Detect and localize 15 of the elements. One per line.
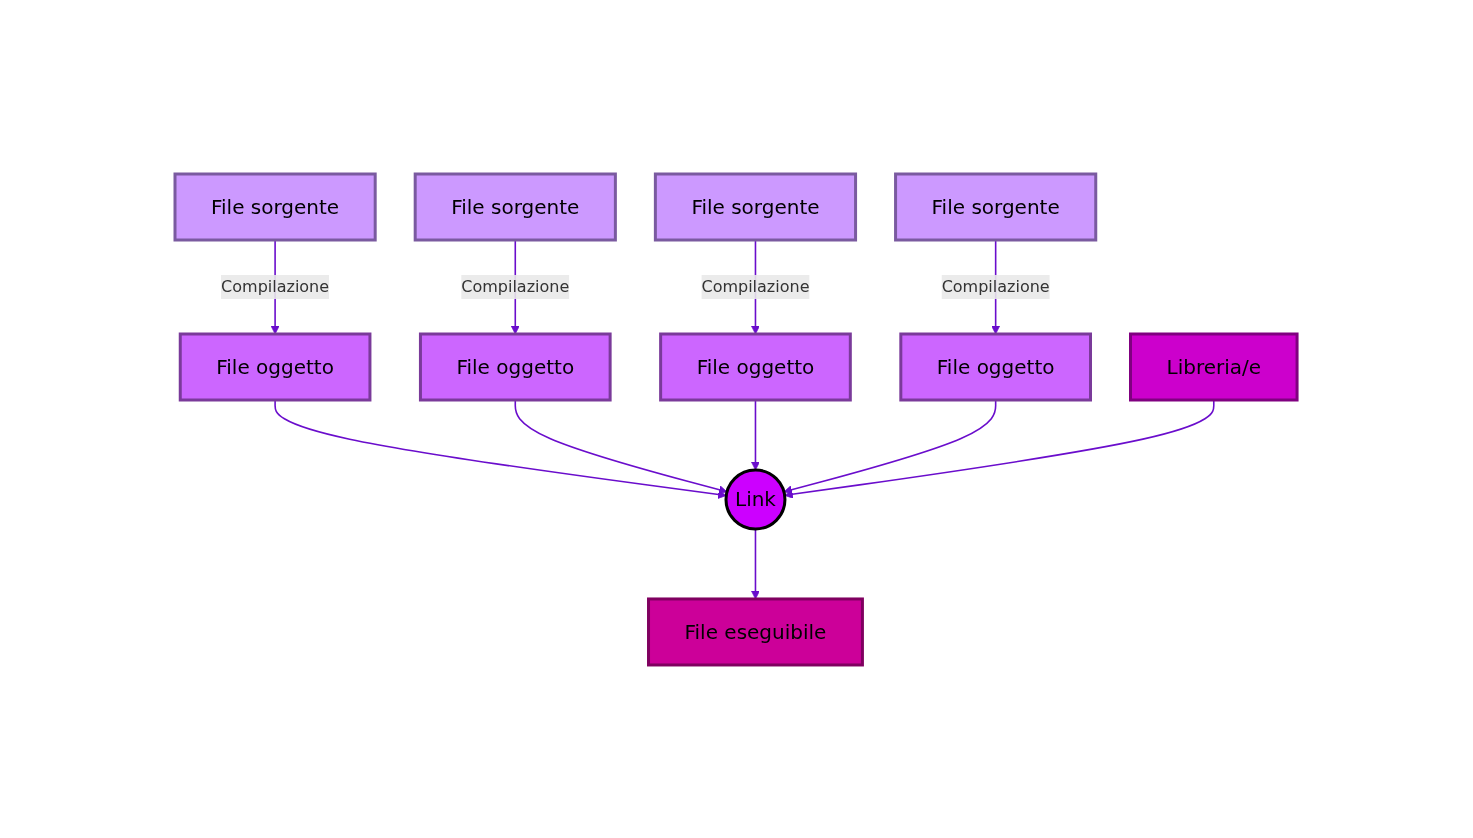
node-box: File oggetto	[659, 332, 853, 401]
node-box: File oggetto	[899, 332, 1093, 401]
edge-label: Compilazione	[221, 276, 330, 296]
edge-label: Compilazione	[461, 276, 570, 296]
edge-label: Compilazione	[942, 276, 1051, 296]
node-box: File eseguibile	[647, 597, 865, 666]
node-box: File oggetto	[419, 332, 613, 401]
node-box: Libreria/e	[1129, 332, 1300, 401]
edge-label: Compilazione	[701, 276, 810, 296]
node-box: File sorgente	[414, 172, 618, 241]
node-box: File oggetto	[179, 332, 372, 401]
node-box: File sorgente	[654, 172, 858, 241]
node-circle: Link	[724, 468, 787, 530]
node-box: File sorgente	[894, 172, 1098, 241]
node-box: File sorgente	[173, 172, 378, 241]
